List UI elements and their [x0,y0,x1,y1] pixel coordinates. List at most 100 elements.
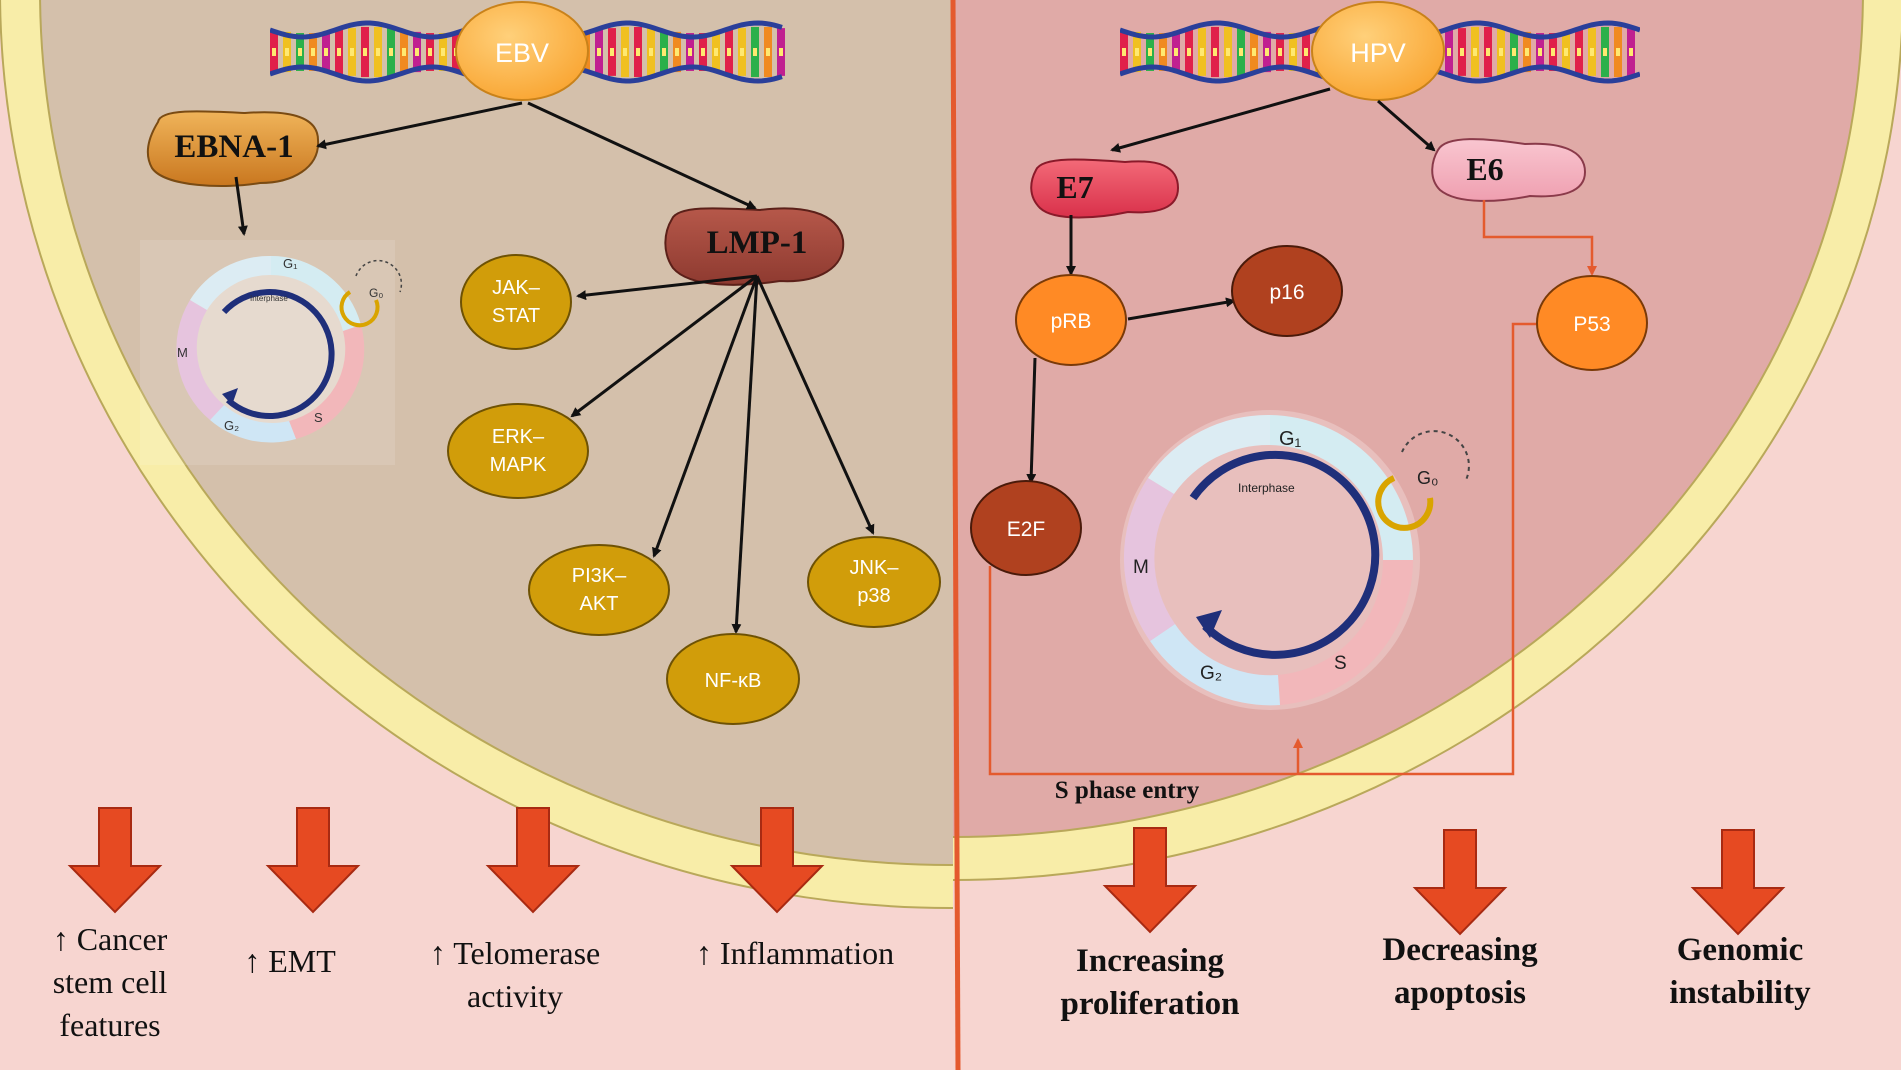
node-p53: P53 [1536,275,1648,371]
dna-rung-center [688,48,692,56]
dna-rung-center [1122,48,1126,56]
dna-rung-center [350,48,354,56]
dna-rung-center [701,48,705,56]
pi3k-akt-line2: AKT [580,593,619,615]
dna-rung-center [1616,48,1620,56]
dna-rung-center [1304,48,1308,56]
dna-rung-center [1564,48,1568,56]
ebv-s-label: S [314,410,323,425]
down-arrow-1 [67,807,163,914]
pi3k-akt-line1: PI3K– [572,565,627,587]
hpv-m-label: M [1133,557,1149,578]
dna-rung-center [376,48,380,56]
down-arrow-2 [265,807,361,914]
arrow-ebv-to-lmp1 [527,101,757,210]
dna-rung-center [1200,48,1204,56]
hpv-interphase-label: Interphase [1238,481,1295,495]
ebv-g1-label: G₁ [283,256,298,271]
dna-rung-center [1239,48,1243,56]
e2f-label: E2F [1007,518,1046,541]
outcome-inflammation: ↑ Inflammation [695,935,895,971]
dna-rung-center [1135,48,1139,56]
outcome-emt: ↑ EMT [244,943,336,979]
pathway-nf-kb: NF-κB [666,633,800,725]
jak-stat-line2: STAT [492,305,540,327]
dna-rung-center [753,48,757,56]
node-e2f: E2F [970,480,1082,576]
arrow-prb-to-e2f [1026,357,1037,484]
dna-rung-center [1473,48,1477,56]
cell-cycle-hpv: G₁ Interphase G₀ M G₂ S [1120,410,1470,710]
hpv-g0-label: G₀ [1417,468,1438,488]
dna-rung-center [1538,48,1542,56]
s-phase-entry-label: S phase entry [1055,777,1200,804]
dna-rung-center [714,48,718,56]
ebv-interphase-label: Interphase [250,294,288,303]
dna-rung-center [636,48,640,56]
arrow-ebna1-to-cell-cycle [234,176,248,236]
nf-kb-label: NF-κB [705,670,762,692]
dna-rung-center [1291,48,1295,56]
dna-rung-center [1525,48,1529,56]
arrow-e6-to-p53 [1482,200,1597,276]
dna-rung-center [597,48,601,56]
arrow-lmp1-to-jak-stat [576,274,758,301]
dna-rung-center [675,48,679,56]
ebna1-protein [146,110,320,187]
p16-label: p16 [1269,281,1304,304]
dna-rung-center [272,48,276,56]
dna-rung-center [740,48,744,56]
down-arrow-6 [1412,829,1508,936]
jnk-p38-line1: JNK– [850,557,900,579]
dna-rung-center [1278,48,1282,56]
arrow-lmp1-to-nf-kb [731,275,759,634]
hpv-arrows [1026,87,1436,484]
dna-rung-center [662,48,666,56]
lmp1-label: LMP-1 [707,225,808,261]
cell-cycle-ebv: G₁ Interphase G₀ M G₂ S [140,240,403,465]
dna-rung-center [1512,48,1516,56]
pathway-erk-mapk: ERK– MAPK [447,403,589,499]
dna-rung-center [1226,48,1230,56]
dna-rung-center [1161,48,1165,56]
erk-mapk-line2: MAPK [490,454,547,476]
erk-mapk-line1: ERK– [492,426,545,448]
jak-stat-line1: JAK– [492,277,541,299]
dna-rung-center [311,48,315,56]
down-arrow-5 [1102,827,1198,934]
p53-label: P53 [1573,313,1610,336]
ebv-label: EBV [495,38,549,68]
dna-rung-center [1603,48,1607,56]
dna-rung-center [610,48,614,56]
dna-rung-center [779,48,783,56]
dna-rung-center [441,48,445,56]
arrow-lmp1-to-jnk-p38 [755,275,875,535]
e7-label: E7 [1056,169,1093,205]
ebv-arrows [234,101,875,634]
e7-protein [1030,158,1180,219]
connector-e2f-p53-loop [988,322,1539,776]
ebv-virus-node [455,1,589,101]
arrow-ebv-to-ebna1 [316,101,523,150]
dna-rung-center [285,48,289,56]
arrow-prb-to-p16 [1127,297,1236,321]
dna-rung-center [1187,48,1191,56]
ebna1-label: EBNA-1 [174,129,293,165]
dna-rung-center [623,48,627,56]
dna-rung-center [1213,48,1217,56]
dna-rung-center [1590,48,1594,56]
down-arrow-7 [1690,829,1786,936]
e6-label: E6 [1466,151,1503,187]
dna-rung-center [1629,48,1633,56]
prb-label: pRB [1051,310,1092,333]
dna-rung-center [1577,48,1581,56]
lmp1-protein [664,207,845,286]
dna-rung-center [1551,48,1555,56]
dna-rung-center [298,48,302,56]
